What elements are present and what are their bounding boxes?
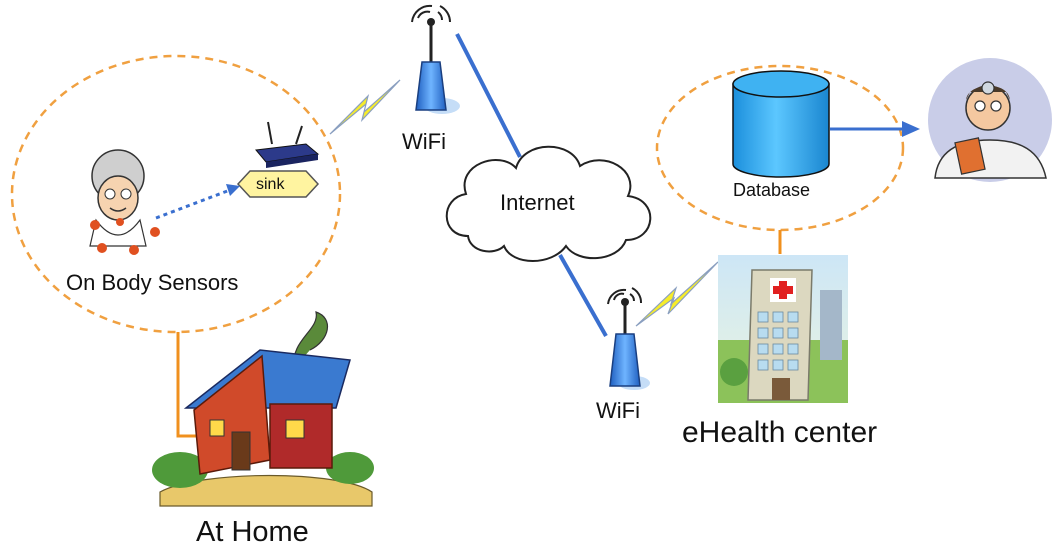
lightning-icon [635, 261, 719, 327]
cloud-icon [445, 145, 652, 262]
on-body-sensors-label: On Body Sensors [66, 270, 239, 295]
database-label: Database [733, 180, 811, 200]
database-dashed-circle [655, 64, 905, 232]
lightning-icon [329, 79, 401, 135]
wifi-internet-link [455, 33, 522, 158]
database-icon [732, 70, 830, 178]
house-icon [152, 311, 374, 507]
ehealth-center-label: eHealth center [682, 416, 878, 449]
internet-label: Internet [500, 190, 575, 215]
body-area-dashed-circle [10, 54, 342, 334]
hospital-icon [718, 255, 848, 403]
wifi-home-label: WiFi [402, 129, 446, 154]
elderly-woman-icon [89, 149, 160, 255]
arrowhead-icon [902, 121, 920, 137]
wifi-center-label: WiFi [596, 398, 640, 423]
sink-badge [236, 170, 320, 198]
internet-wifi2-link [558, 254, 608, 337]
arrowhead-icon [226, 184, 240, 196]
wifi-antenna-icon [607, 287, 650, 390]
sink-label: sink [256, 176, 285, 193]
doctor-icon [928, 58, 1052, 182]
router-icon [255, 121, 320, 168]
wifi-antenna-icon [411, 4, 460, 114]
at-home-label: At Home [196, 516, 309, 548]
sensor-sink-dotted-arrow [155, 188, 231, 220]
